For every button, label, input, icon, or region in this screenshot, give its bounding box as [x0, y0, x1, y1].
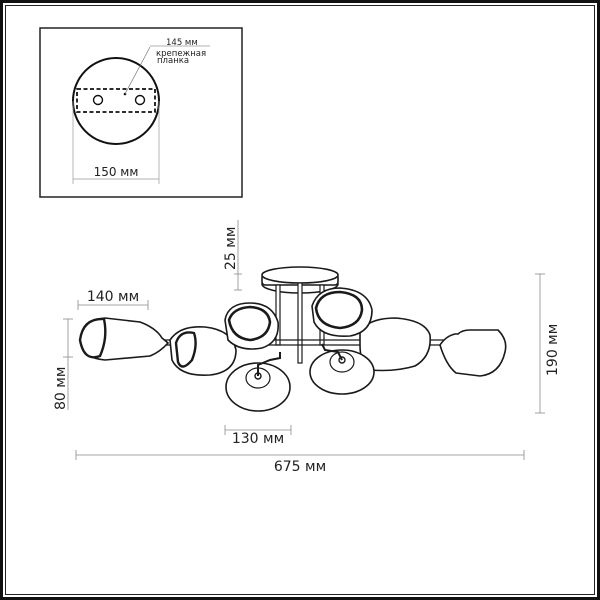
- inner-shade-width-label: 130 мм: [232, 431, 284, 447]
- bracket-name-line2: планка: [157, 56, 189, 66]
- chandelier-drawing: [78, 266, 507, 412]
- shade-length-label: 140 мм: [87, 289, 139, 305]
- screw-hole-right: [134, 94, 146, 106]
- bracket-name-line1: крепежная: [156, 49, 206, 59]
- bracket-width-label: 145 мм: [166, 38, 198, 48]
- total-width-label: 675 мм: [274, 459, 326, 475]
- screw-hole-left: [92, 94, 104, 106]
- canopy-diameter-label: 150 мм: [94, 165, 139, 179]
- dimension-lines: [63, 220, 545, 460]
- mounting-bracket: [76, 88, 156, 113]
- canopy-height-label: 25 мм: [223, 227, 239, 270]
- inset-panel: 145 мм крепежная планка 150 мм: [39, 27, 243, 198]
- shade-height-label: 80 мм: [53, 367, 69, 410]
- total-height-label: 190 мм: [545, 324, 561, 376]
- inner-frame: [5, 5, 595, 595]
- leader-line: [124, 46, 151, 95]
